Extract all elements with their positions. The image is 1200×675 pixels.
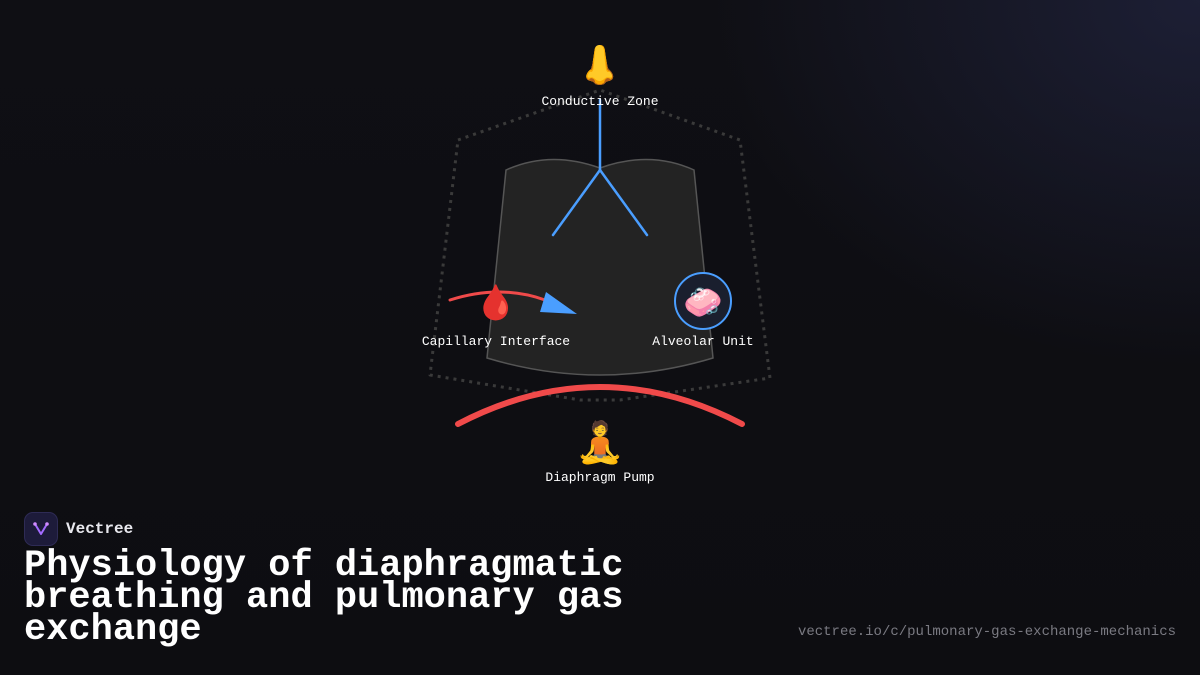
brand[interactable]: Vectree <box>24 512 133 546</box>
thoracic-boundary <box>428 88 772 402</box>
soap-bubbles-icon: 🧼 <box>683 283 723 321</box>
source-url[interactable]: vectree.io/c/pulmonary-gas-exchange-mech… <box>797 624 1176 640</box>
airway-tree <box>551 98 649 237</box>
brand-name: Vectree <box>66 520 134 538</box>
conductive-zone-label: Conductive Zone <box>541 94 658 109</box>
blood-drop-icon: 🩸 <box>475 283 517 323</box>
diaphragm-curve <box>455 384 745 427</box>
alveolar-unit-label: Alveolar Unit <box>652 334 753 349</box>
gas-transfer-arrow <box>540 292 577 314</box>
nose-icon: 👃 <box>576 43 623 87</box>
lungs-shape <box>486 158 714 376</box>
left-bronchus <box>551 168 602 237</box>
alveolar-node-ring <box>674 272 732 330</box>
capillary-flow-arc <box>448 290 547 302</box>
right-bronchus <box>598 168 649 237</box>
meditating-person-icon: 🧘 <box>575 419 625 466</box>
diaphragm-pump-label: Diaphragm Pump <box>545 470 654 485</box>
page-title: Physiology of diaphragmatic breathing an… <box>24 545 624 651</box>
vectree-logo-icon <box>24 512 58 546</box>
capillary-interface-label: Capillary Interface <box>422 334 570 349</box>
